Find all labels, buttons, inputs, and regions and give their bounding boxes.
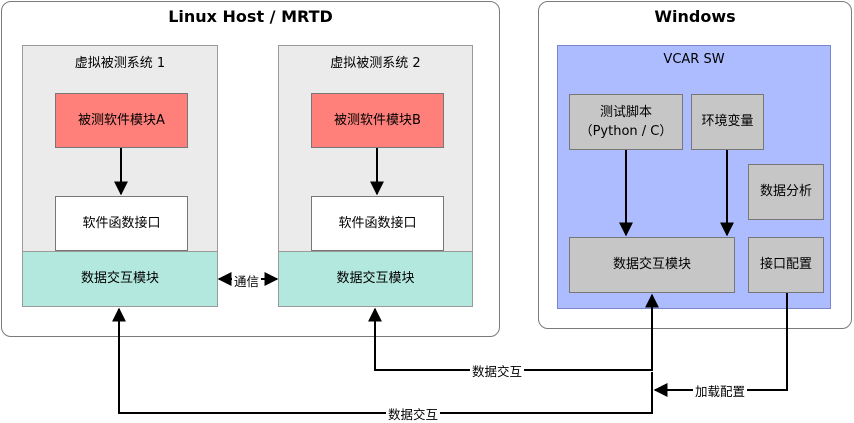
module-a: 被测软件模块A <box>55 93 188 148</box>
communication-label: 通信 <box>232 271 262 290</box>
vcar-data-exchange-module: 数据交互模块 <box>569 237 735 293</box>
env-vars: 环境变量 <box>691 94 764 150</box>
software-interface-2: 软件函数接口 <box>311 196 444 251</box>
data-exchange-module-1: 数据交互模块 <box>22 251 218 307</box>
data-exchange-label-2: 数据交互 <box>470 361 525 380</box>
virtual-system-1-title: 虚拟被测系统 1 <box>74 56 166 71</box>
data-analysis: 数据分析 <box>748 164 824 220</box>
test-script: 测试脚本 （Python / C） <box>569 94 683 150</box>
arrow-exchange-2 <box>368 293 659 371</box>
test-script-line1: 测试脚本 <box>599 104 652 120</box>
vcar-sw-title: VCAR SW <box>663 52 725 67</box>
virtual-system-2-title: 虚拟被测系统 2 <box>330 56 421 71</box>
arrow-exchange-1 <box>112 307 653 414</box>
software-interface-1: 软件函数接口 <box>55 196 188 251</box>
load-config-label: 加载配置 <box>693 381 748 400</box>
linux-host-title: Linux Host / MRTD <box>168 7 333 26</box>
test-script-line2: （Python / C） <box>579 124 673 139</box>
arrow-load-config <box>653 293 788 397</box>
data-exchange-label-1: 数据交互 <box>386 404 441 423</box>
interface-config: 接口配置 <box>748 237 824 293</box>
module-b: 被测软件模块B <box>311 93 444 148</box>
windows-title: Windows <box>654 7 736 26</box>
